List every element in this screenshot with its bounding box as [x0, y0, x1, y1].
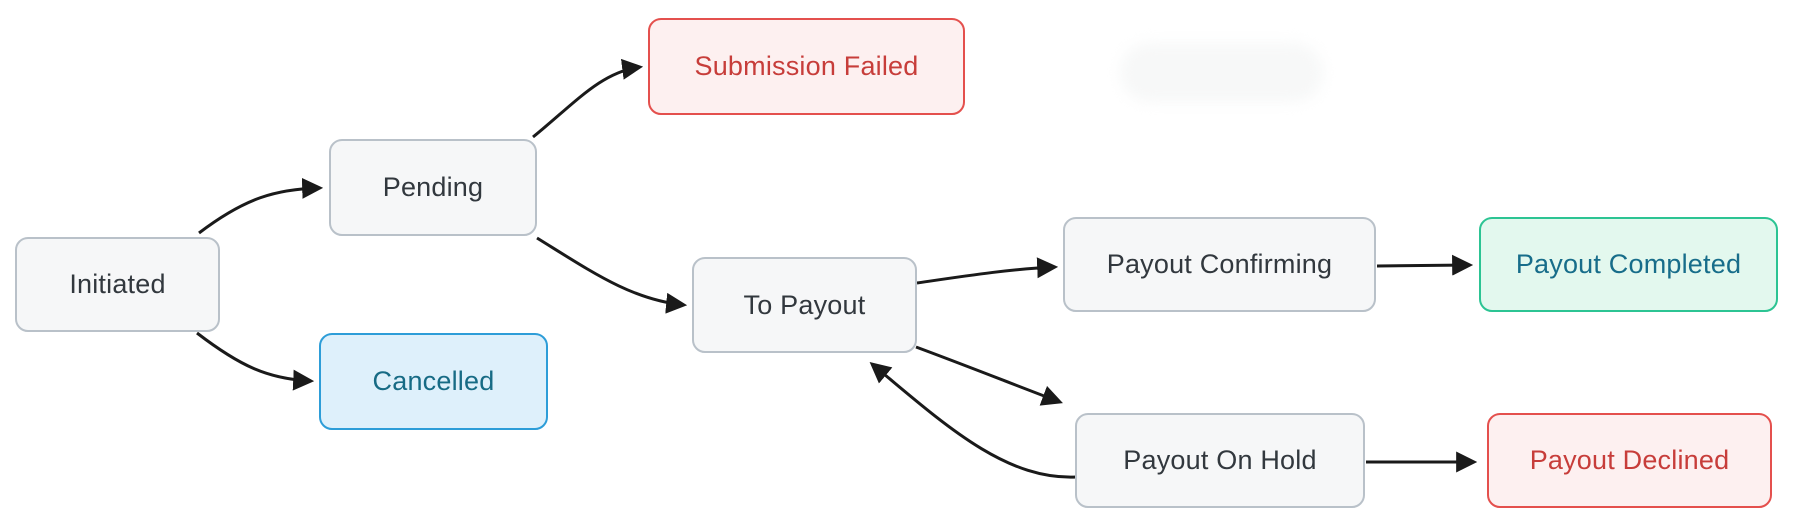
edge-pending-to-submission-failed [532, 58, 644, 139]
edge-to-payout-to-payout-on-hold [915, 345, 1063, 406]
state-node-label: Cancelled [372, 366, 495, 396]
edge-initiated-to-pending [198, 177, 324, 235]
state-node-label: Payout On Hold [1123, 445, 1317, 475]
state-node-initiated: Initiated [15, 237, 220, 332]
edge-to-payout-to-payout-confirming [916, 257, 1059, 285]
edge-payout-confirming-to-payout-completed [1376, 254, 1474, 276]
edge-pending-to-to-payout [536, 236, 688, 314]
state-node-to-payout: To Payout [692, 257, 917, 353]
state-node-cancelled: Cancelled [319, 333, 548, 430]
edge-payout-on-hold-to-to-payout [869, 361, 1077, 479]
state-node-label: Payout Confirming [1106, 249, 1333, 279]
state-node-payout-on-hold: Payout On Hold [1075, 413, 1365, 508]
state-node-pending: Pending [329, 139, 537, 236]
state-node-label: Submission Failed [694, 51, 919, 81]
state-node-payout-completed: Payout Completed [1479, 217, 1778, 312]
state-node-label: Initiated [69, 269, 166, 299]
state-node-payout-declined: Payout Declined [1487, 413, 1772, 508]
state-node-label: Payout Completed [1515, 249, 1742, 279]
state-node-submission-failed: Submission Failed [648, 18, 965, 115]
state-node-label: To Payout [743, 289, 866, 320]
state-node-payout-confirming: Payout Confirming [1063, 217, 1376, 312]
state-node-label: Payout Declined [1529, 445, 1730, 475]
watermark-blob [1120, 43, 1323, 102]
edge-initiated-to-cancelled [196, 331, 315, 391]
state-node-label: Pending [382, 172, 484, 202]
